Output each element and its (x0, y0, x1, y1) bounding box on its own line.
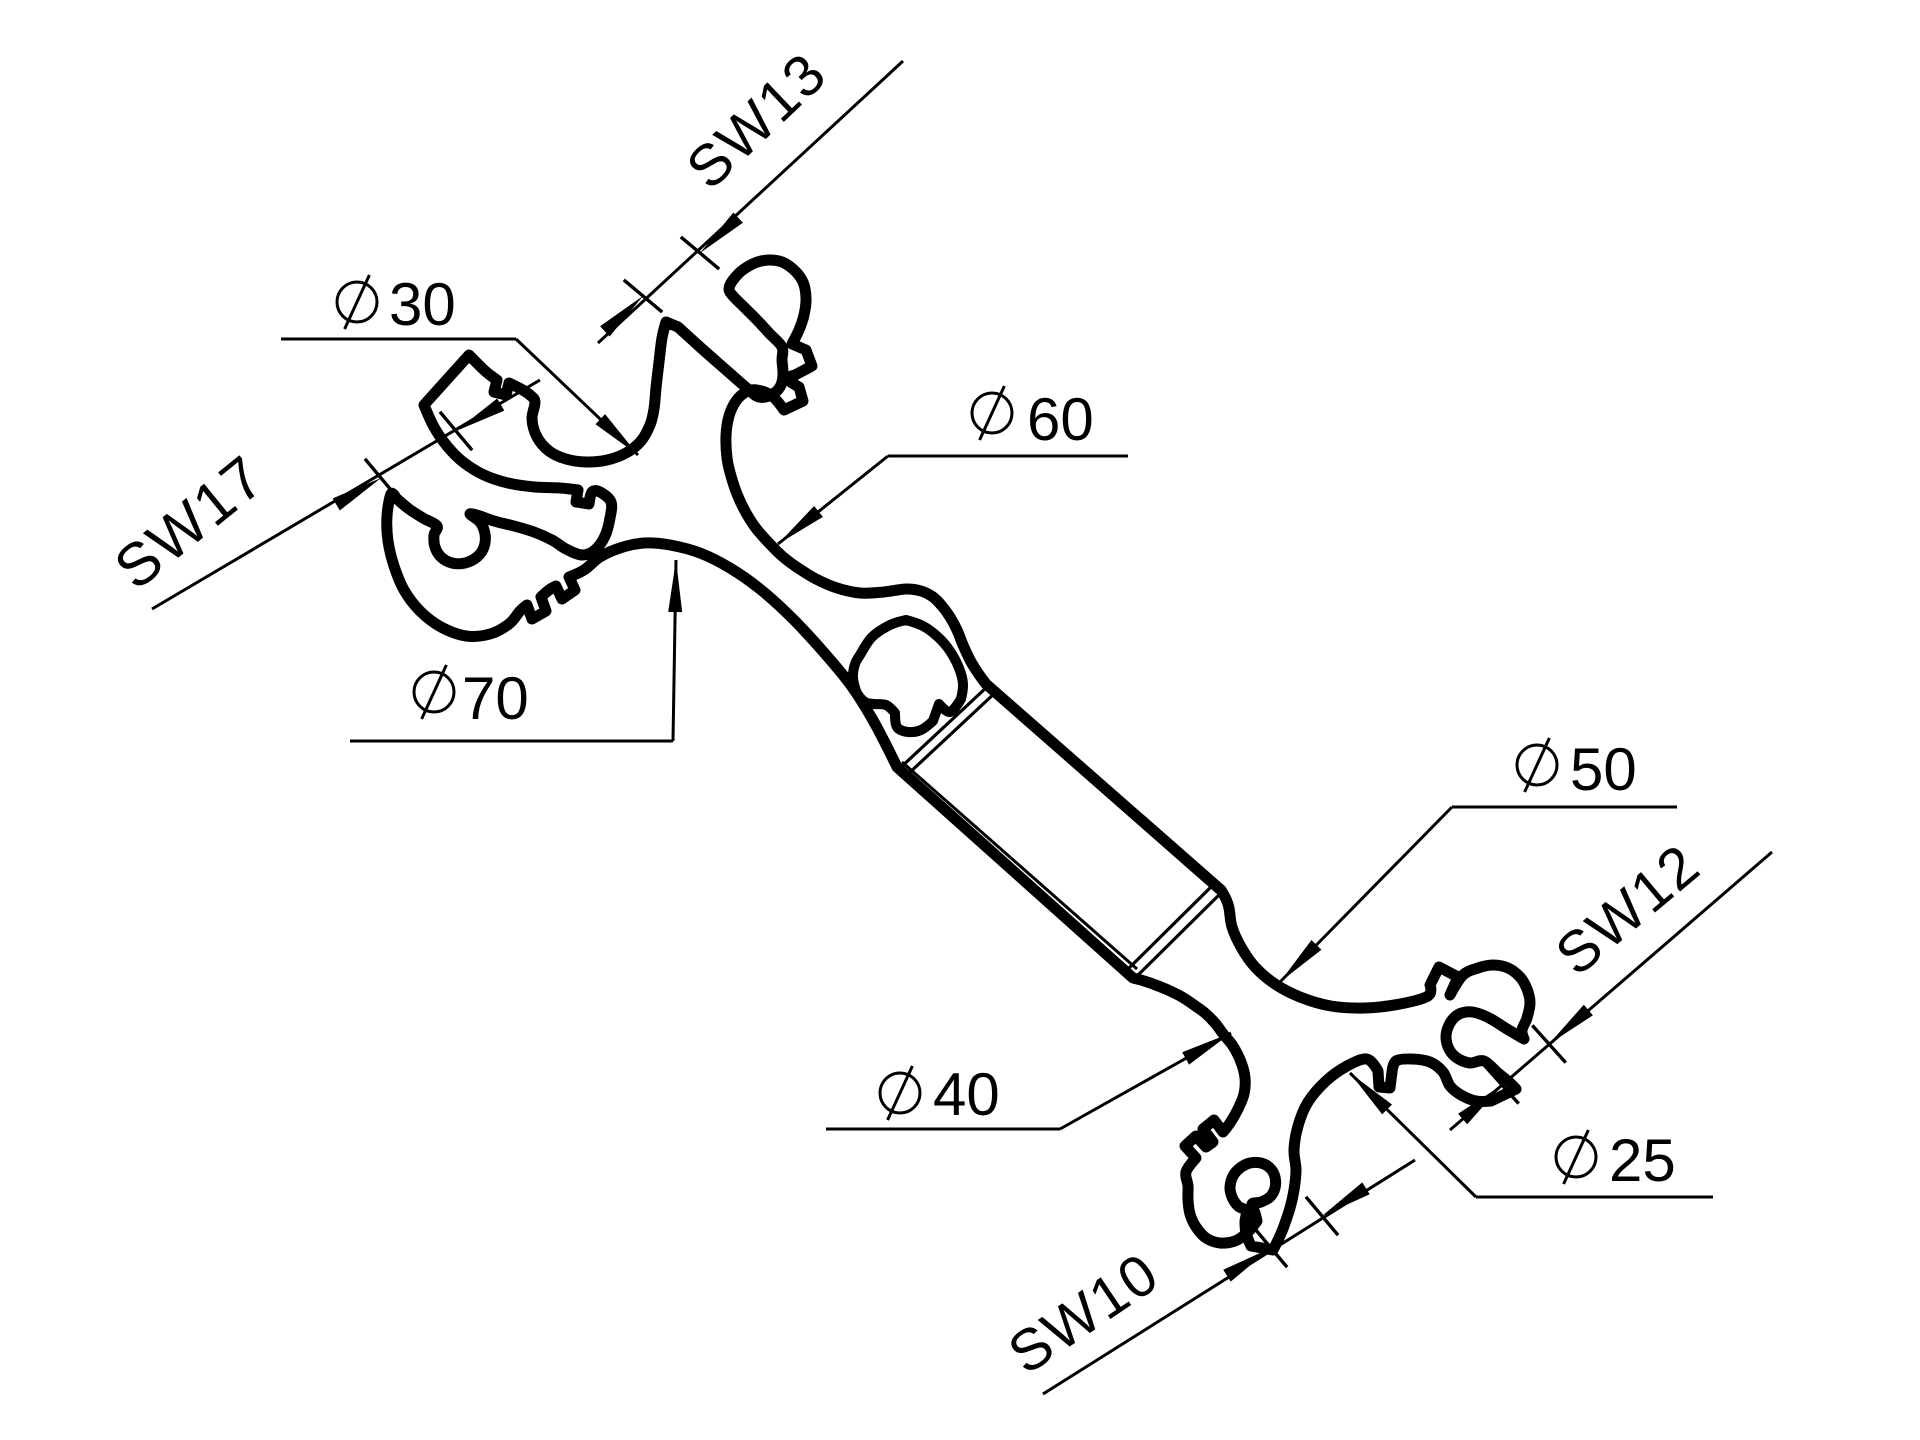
svg-text:40: 40 (933, 1061, 1000, 1128)
svg-text:25: 25 (1609, 1127, 1676, 1194)
svg-text:50: 50 (1570, 736, 1637, 803)
svg-text:60: 60 (1027, 386, 1094, 453)
svg-text:70: 70 (462, 665, 529, 732)
svg-text:30: 30 (389, 271, 456, 338)
